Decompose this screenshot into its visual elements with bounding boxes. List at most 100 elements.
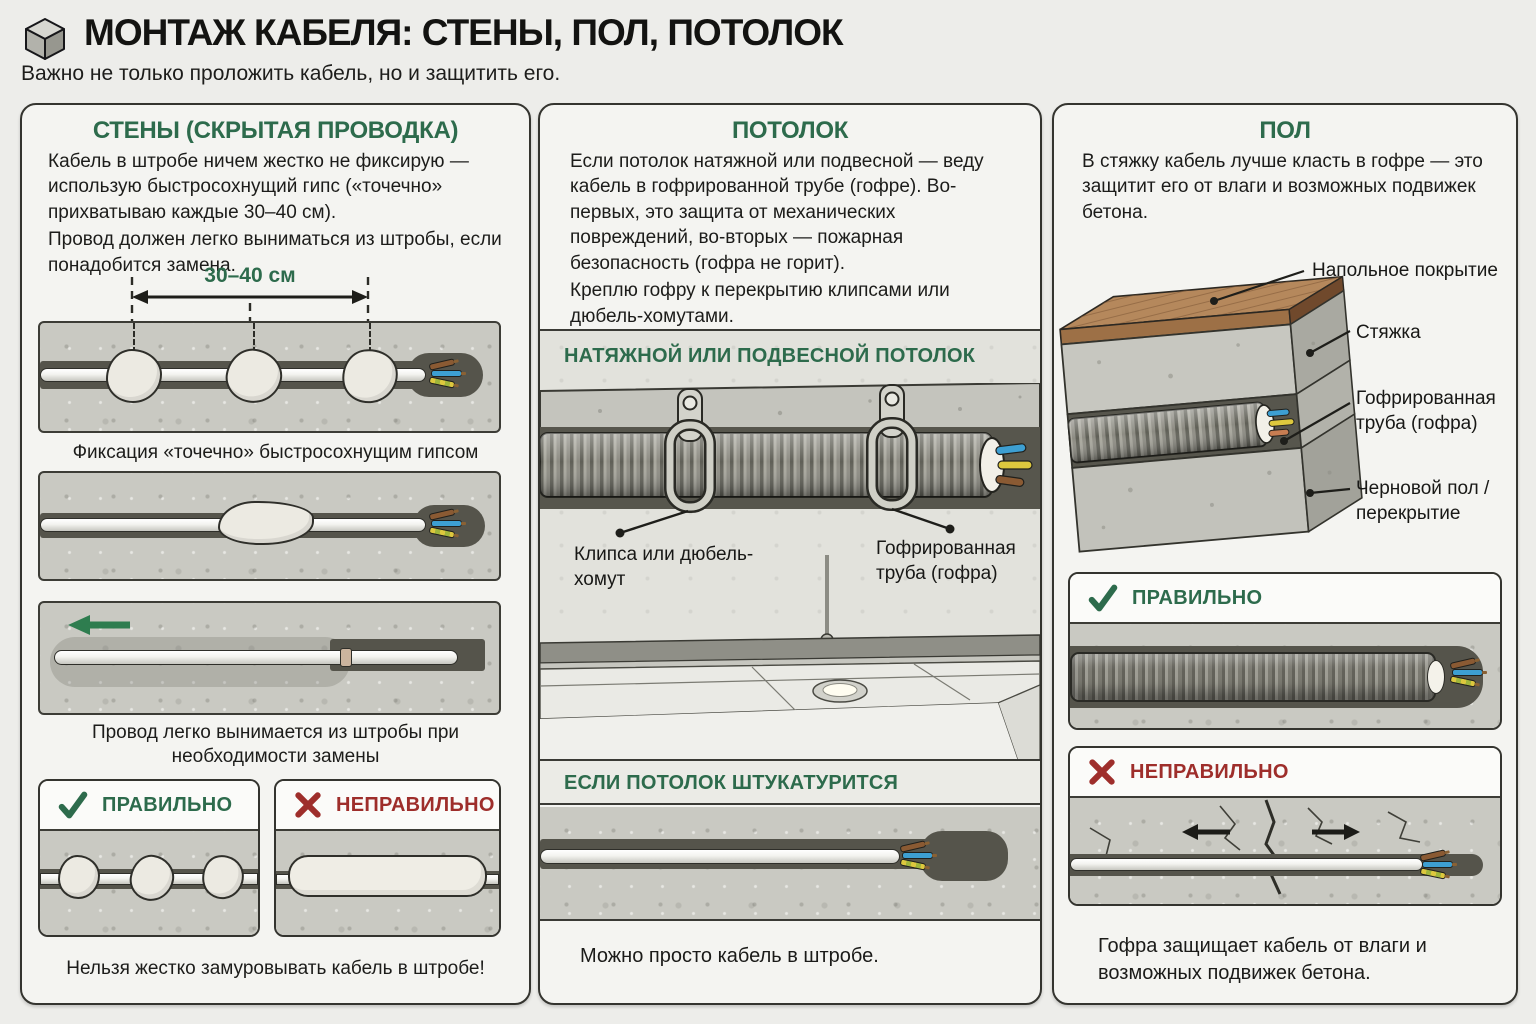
wire-blue xyxy=(901,852,937,859)
cube-icon xyxy=(22,16,68,67)
panel-floor: ПОЛ В стяжку кабель лучше класть в гофре… xyxy=(1052,103,1518,1005)
walls-image-spot-fixation xyxy=(38,321,501,433)
plaster-blob xyxy=(106,349,162,403)
walls-correct-image xyxy=(40,831,258,935)
pull-direction-arrow xyxy=(68,615,130,635)
tube-end-cap xyxy=(1426,660,1445,694)
cable xyxy=(540,849,900,864)
wire-brown xyxy=(899,840,926,853)
dimension-label: 30–40 см xyxy=(204,264,296,287)
walls-incorrect-label: НЕПРАВИЛЬНО xyxy=(336,793,495,816)
walls-intro-line2: Провод должен легко выниматься из штробы… xyxy=(48,229,502,276)
walls-image-single-spot xyxy=(38,471,501,581)
ceiling-section-suspended: НАТЯЖНОЙ ИЛИ ПОДВЕСНОЙ ПОТОЛОК xyxy=(540,329,1040,761)
clip-right xyxy=(866,384,918,511)
plaster-blob xyxy=(199,852,247,902)
clip-left xyxy=(664,388,716,513)
cable-wires xyxy=(1418,849,1460,882)
walls-intro-line1: Кабель в штробе ничем жестко не фиксирую… xyxy=(48,151,469,223)
ceiling-section-suspended-title: НАТЯЖНОЙ ИЛИ ПОДВЕСНОЙ ПОТОЛОК xyxy=(564,345,976,367)
walls-caption-fixation: Фиксация «точечно» быстросохнущим гипсом xyxy=(72,442,479,463)
wire-yellow xyxy=(1449,675,1477,688)
ceiling-groove-image xyxy=(540,807,1040,921)
floor-correct-label: ПРАВИЛЬНО xyxy=(1132,586,1263,609)
page-subtitle: Важно не только проложить кабель, но и з… xyxy=(21,62,561,85)
wire-blue xyxy=(431,370,466,377)
floor-caption: Гофра защищает кабель от влаги и возможн… xyxy=(1098,935,1427,984)
walls-incorrect-box: НЕПРАВИЛЬНО xyxy=(274,779,501,937)
label-screed: Стяжка xyxy=(1356,322,1421,343)
wire-yellow xyxy=(899,858,926,871)
cable xyxy=(54,650,458,665)
plaster-blob xyxy=(58,855,100,899)
walls-intro: Кабель в штробе ничем жестко не фиксирую… xyxy=(48,149,509,278)
floor-correct-header: ПРАВИЛЬНО xyxy=(1070,574,1500,624)
wire-brown xyxy=(428,508,456,521)
walls-warning: Нельзя жестко замуровывать кабель в штро… xyxy=(66,958,485,979)
dimension-annotation: 30–40 см xyxy=(38,264,501,321)
cable-wires xyxy=(898,840,940,873)
wire-brown xyxy=(1419,849,1447,862)
cable-coupling xyxy=(340,648,352,667)
ceiling-section-plaster: ЕСЛИ ПОТОЛОК ШТУКАТУРИТСЯ xyxy=(540,759,1040,805)
cable-wires xyxy=(1448,657,1490,690)
floor-intro-text: В стяжку кабель лучше класть в гофре — э… xyxy=(1082,151,1483,223)
walls-incorrect-image xyxy=(276,831,499,935)
label-floor-covering: Напольное покрытие xyxy=(1312,260,1498,281)
suspended-ceiling-illustration xyxy=(540,383,1040,761)
walls-incorrect-header: НЕПРАВИЛЬНО xyxy=(276,781,499,831)
walls-image-pullout xyxy=(38,601,501,715)
walls-correct-label: ПРАВИЛЬНО xyxy=(102,793,233,816)
floor-correct-image xyxy=(1070,624,1500,728)
label-tube: Гофрированная труба (гофра) xyxy=(876,538,1016,584)
cross-icon xyxy=(295,792,321,818)
ceiling-caption: Можно просто кабель в штробе. xyxy=(580,945,879,967)
ceiling-title: ПОТОЛОК xyxy=(731,117,849,144)
plaster-full-cover xyxy=(288,855,487,897)
panel-ceiling: ПОТОЛОК Если потолок натяжной или подвес… xyxy=(538,103,1042,1005)
wire-blue xyxy=(1422,861,1458,868)
panel-walls: СТЕНЫ (СКРЫТАЯ ПРОВОДКА) Кабель в штробе… xyxy=(20,103,531,1005)
plaster-blob xyxy=(221,344,287,408)
label-subfloor: Черновой пол / перекрытие xyxy=(1356,478,1490,524)
cross-icon xyxy=(1089,759,1115,785)
floor-title: ПОЛ xyxy=(1259,117,1311,144)
floor-incorrect-box: НЕПРАВИЛЬНО xyxy=(1068,746,1502,906)
wire-yellow xyxy=(428,526,456,539)
floor-layers-diagram: Напольное покрытие Стяжка Гофрированная … xyxy=(1054,245,1516,567)
dash-guide xyxy=(133,323,135,353)
dash-guide xyxy=(253,323,255,353)
floor-incorrect-label: НЕПРАВИЛЬНО xyxy=(1130,760,1289,783)
floor-correct-box: ПРАВИЛЬНО xyxy=(1068,572,1502,730)
walls-title: СТЕНЫ (СКРЫТАЯ ПРОВОДКА) xyxy=(92,117,459,144)
plaster-blob xyxy=(218,501,314,545)
cable-wires xyxy=(427,358,469,391)
cable xyxy=(1070,858,1423,871)
page-title: МОНТАЖ КАБЕЛЯ: СТЕНЫ, ПОЛ, ПОТОЛОК xyxy=(84,12,844,53)
corrugated-tube xyxy=(1070,652,1436,702)
ceiling-intro-line2: Креплю гофру к перекрытию клипсами или д… xyxy=(570,280,950,327)
wire-brown xyxy=(428,358,456,371)
label-corrugated-tube: Гофрированная труба (гофра) xyxy=(1356,388,1496,434)
walls-caption-removal: Провод легко вынимается из штробы при не… xyxy=(91,722,460,768)
check-icon xyxy=(58,791,88,819)
check-icon xyxy=(1088,584,1118,612)
wire-blue xyxy=(1452,669,1488,676)
walls-correct-box: ПРАВИЛЬНО xyxy=(38,779,260,937)
wire-yellow xyxy=(428,376,456,389)
dimension-arrow xyxy=(130,277,370,321)
wire-blue xyxy=(431,520,466,527)
wire-yellow xyxy=(1419,867,1447,880)
ceiling-intro-line1: Если потолок натяжной или подвесной — ве… xyxy=(570,151,984,274)
dash-guide xyxy=(369,323,371,353)
wire-brown xyxy=(1449,657,1477,670)
floor-incorrect-image xyxy=(1070,798,1500,904)
plaster-blob xyxy=(338,345,402,407)
floor-layers-illustration xyxy=(1059,269,1363,553)
plaster-blob xyxy=(126,851,178,905)
cable-wires xyxy=(427,508,469,541)
floor-intro: В стяжку кабель лучше класть в гофре — э… xyxy=(1082,149,1500,225)
ceiling-section-plaster-title: ЕСЛИ ПОТОЛОК ШТУКАТУРИТСЯ xyxy=(564,772,899,794)
walls-correct-header: ПРАВИЛЬНО xyxy=(40,781,258,831)
label-clip: Клипса или дюбель-хомут xyxy=(574,544,754,590)
